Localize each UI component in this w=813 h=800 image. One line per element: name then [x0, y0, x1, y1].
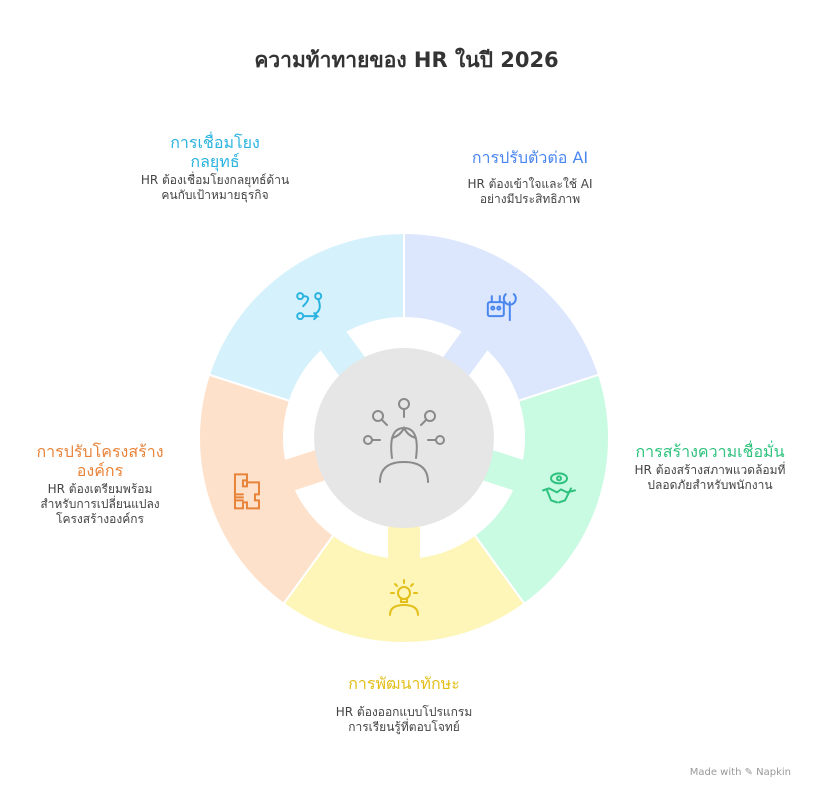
segment-desc: HR ต้องสร้างสภาพแวดล้อมที่ปลอดภัยสำหรับพ…: [634, 463, 786, 492]
segment-title: การพัฒนาทักษะ: [348, 674, 460, 693]
segment-desc: HR ต้องออกแบบโปรแกรมการเรียนรู้ที่ตอบโจท…: [335, 705, 473, 734]
diagram-title: ความท้าทายของ HR ในปี 2026: [254, 48, 559, 72]
segment-desc: HR ต้องเชื่อมโยงกลยุทธ์ด้านคนกับเป้าหมาย…: [140, 173, 290, 202]
hr-person-network-icon: [363, 398, 445, 483]
label-restructure: การปรับโครงสร้างองค์กร HR ต้องเตรียมพร้อ…: [0, 442, 200, 527]
lightbulb-person-icon: [389, 579, 419, 616]
label-ai: การปรับตัวต่อ AI HR ต้องเข้าใจและใช้ AI …: [430, 148, 630, 207]
label-strategy: การเชื่อมโยงกลยุทธ์ HR ต้องเชื่อมโยงกลยุ…: [115, 133, 315, 203]
center-circle: [314, 348, 494, 528]
path-arrow-icon: [296, 292, 323, 321]
segment-title: การสร้างความเชื่อมั่น: [635, 442, 785, 461]
segment-desc: HR ต้องเตรียมพร้อมสำหรับการเปลี่ยนแปลงโค…: [40, 482, 160, 526]
puzzle-pieces-icon: [233, 473, 260, 510]
segment-desc: HR ต้องเข้าใจและใช้ AI อย่างมีประสิทธิภา…: [467, 177, 593, 206]
label-trust: การสร้างความเชื่อมั่น HR ต้องสร้างสภาพแว…: [610, 442, 810, 493]
eye-handshake-icon: [542, 472, 577, 504]
label-skills: การพัฒนาทักษะ HR ต้องออกแบบโปรแกรมการเรี…: [304, 674, 504, 735]
segment-title: การเชื่อมโยงกลยุทธ์: [170, 133, 260, 171]
napkin-branding: Made with ✎ Napkin: [689, 767, 791, 778]
segment-title: การปรับโครงสร้างองค์กร: [36, 442, 164, 480]
segment-title: การปรับตัวต่อ AI: [471, 148, 589, 167]
robot-wrench-icon: [486, 293, 517, 322]
